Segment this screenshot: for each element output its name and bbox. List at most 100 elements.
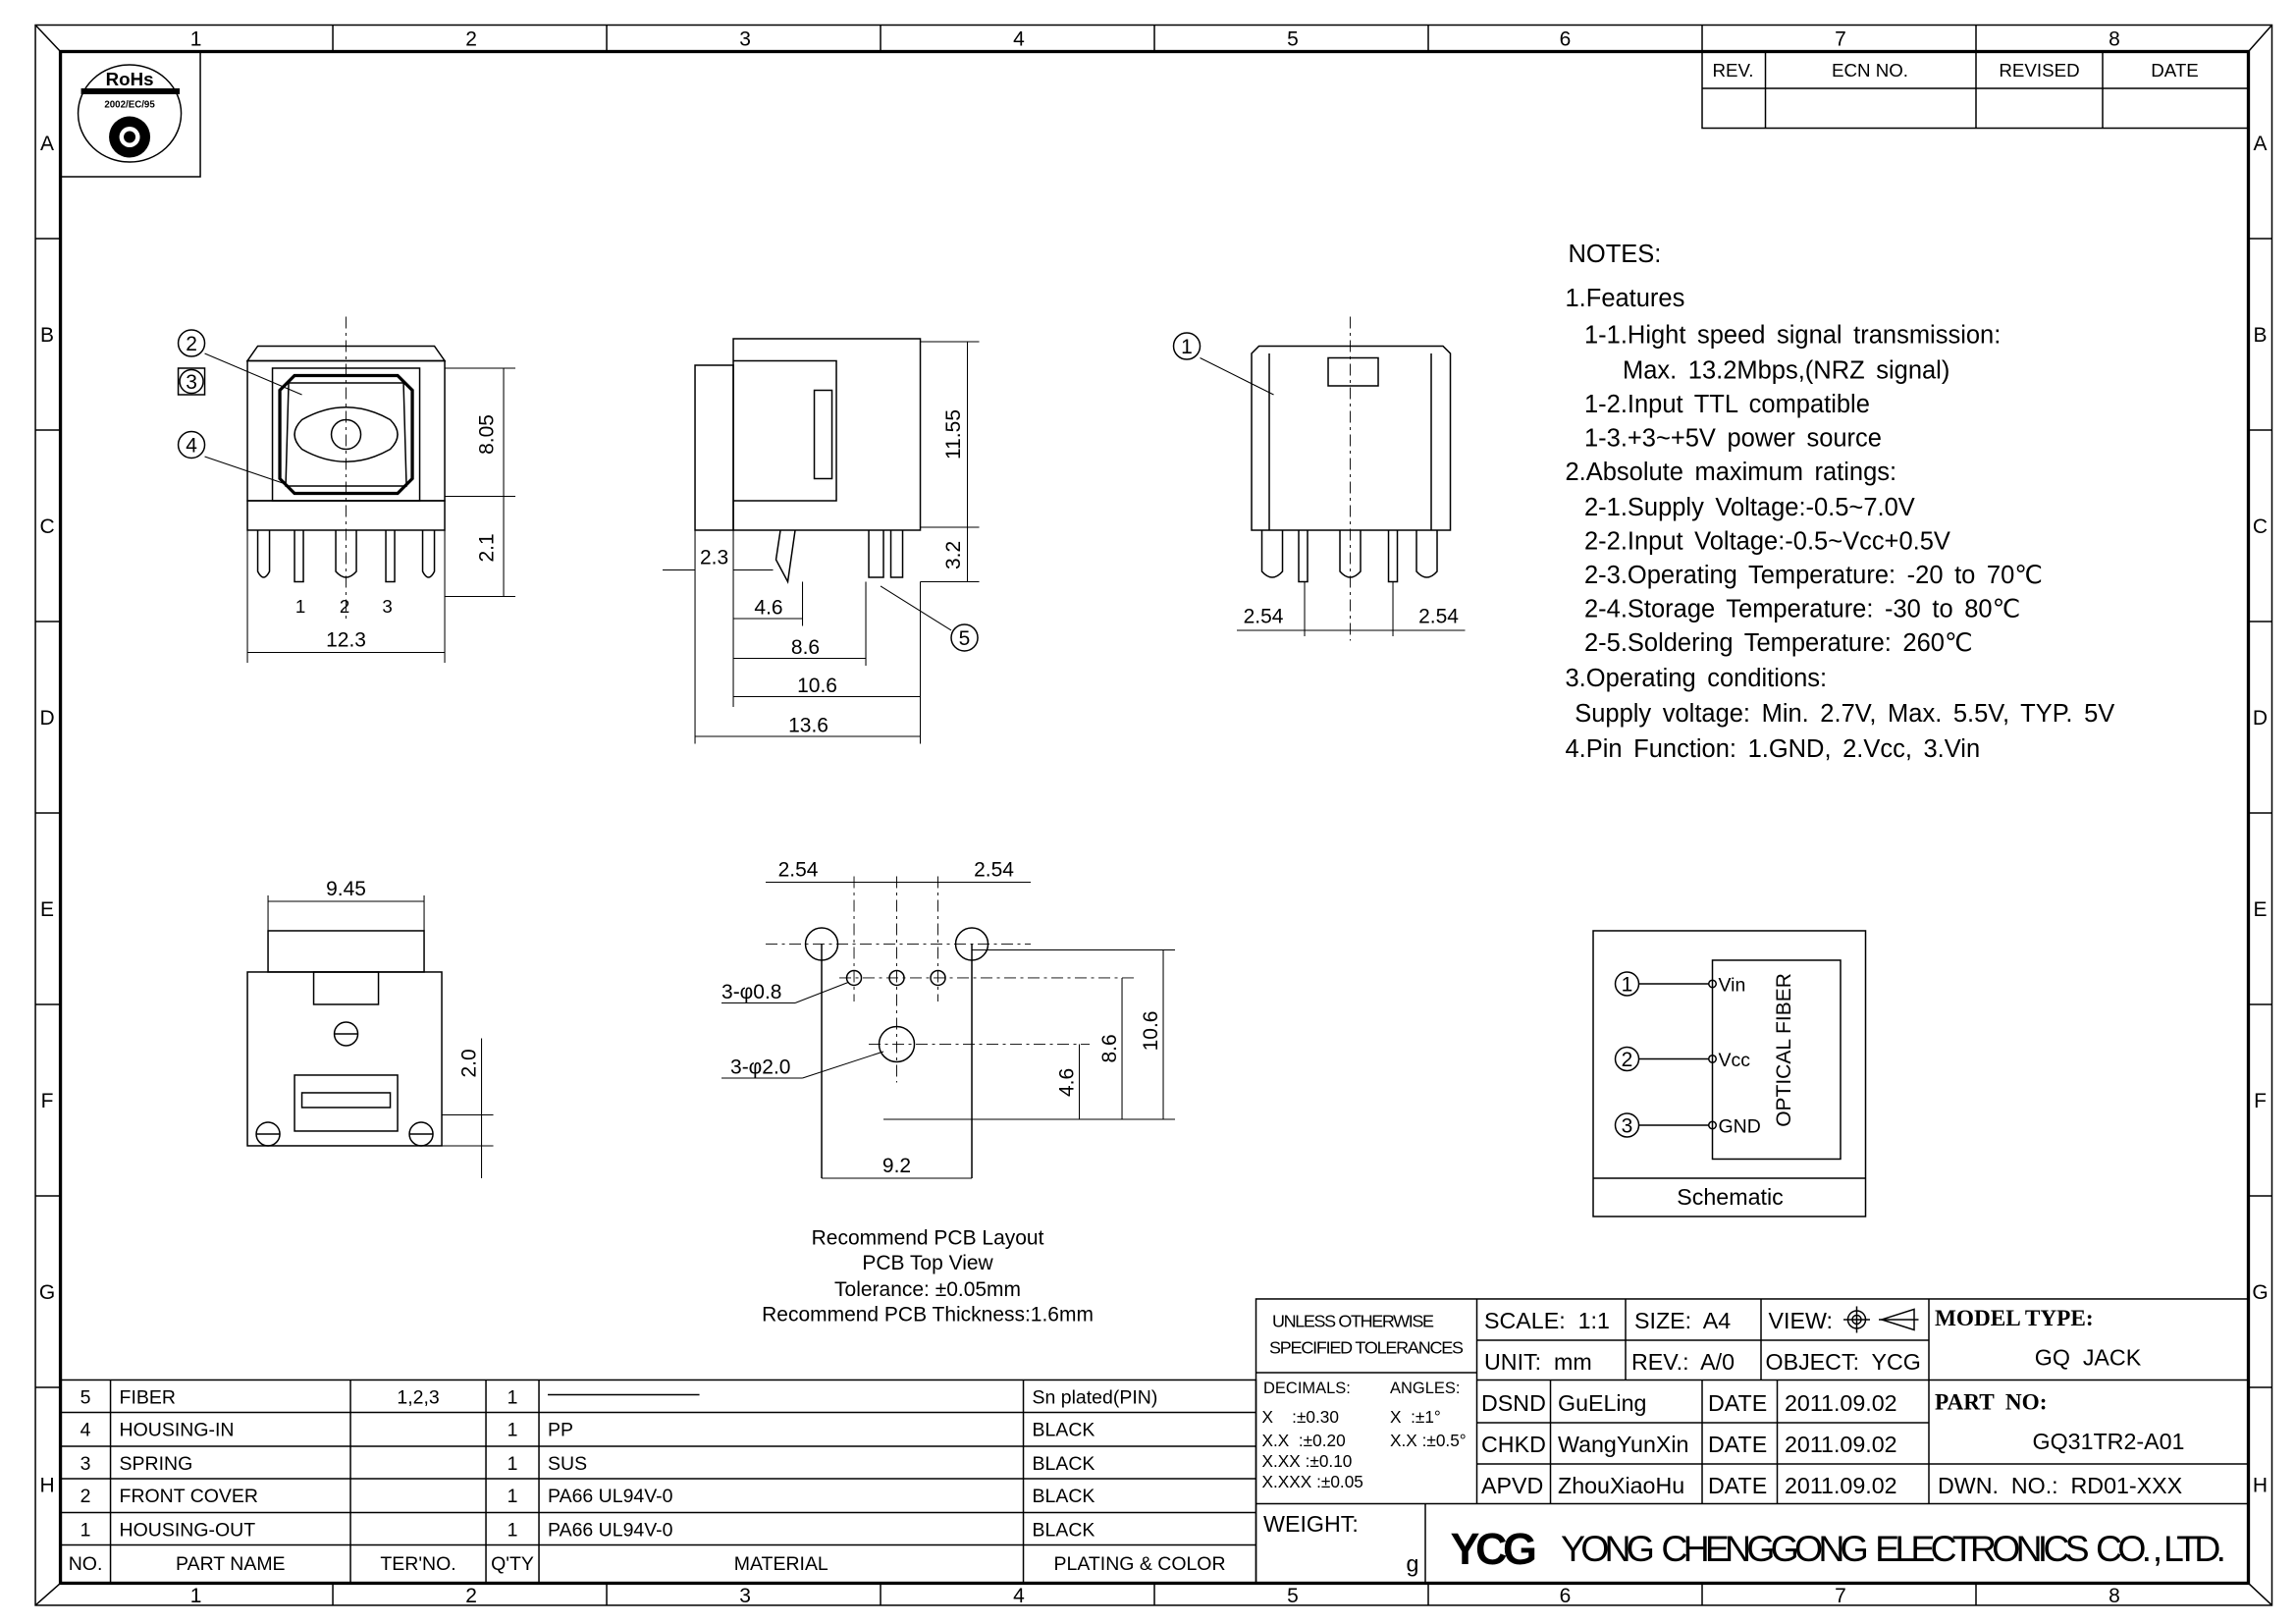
approval-date-label: DATE [1708,1432,1767,1457]
dim-10-6: 10.6 [797,675,837,697]
note-line: 2-1.Supply Voltage:-0.5~7.0V [1584,494,1915,521]
rohs-directive: 2002/EC/95 [104,99,155,110]
tolerance-title-1: UNLESS OTHERWISE [1272,1311,1434,1330]
note-line: 1.Features [1566,285,1685,312]
bom-cell: 1,2,3 [397,1386,439,1408]
note-line: 3.Operating conditions: [1566,665,1828,692]
bom-header: NO. [69,1553,103,1575]
bom-cell: BLACK [1033,1419,1095,1440]
notes-title: NOTES: [1569,241,1662,268]
dim-right: 2.54 [1418,605,1459,627]
row-label-right: B [2253,324,2267,347]
notes: NOTES: 1.Features 1-1.Hight speed signal … [1566,241,2115,763]
angle-tol-1: X :±1° [1390,1407,1441,1427]
decimal-tol-4: X.XXX :±0.05 [1262,1472,1363,1491]
pin-terminal [1708,1120,1718,1130]
pin-label-1: 1 [295,596,305,617]
column-label-bottom: 7 [1835,1585,1846,1607]
company-logo: YCG [1451,1524,1535,1574]
rohs-logo: RoHs 2002/EC/95 [59,50,201,178]
bom-cell: 3 [80,1453,91,1475]
bom-cell: HOUSING-IN [120,1419,235,1440]
bom-cell: 2 [80,1486,91,1507]
balloon-4: 4 [186,434,197,457]
decimal-tol-2: X.X :±0.20 [1262,1431,1346,1450]
row-label-right: G [2252,1281,2268,1304]
tolerance-title-2: SPECIFIED TOLERANCES [1269,1337,1464,1357]
date-header: DATE [2151,60,2199,81]
dim-height: 2.0 [458,1049,481,1077]
column-label-top: 3 [739,27,751,50]
dim-height: 8.05 [476,414,499,455]
rev-header: REV. [1712,60,1753,81]
column-label-top: 4 [1013,27,1025,50]
column-label-top: 6 [1560,27,1572,50]
weight-unit: g [1407,1550,1419,1576]
dim-height: 11.55 [942,409,965,460]
pcb-caption-3: Tolerance: ±0.05mm [834,1278,1021,1301]
approval-date: 2011.09.02 [1785,1432,1897,1457]
bom-cell: 4 [80,1419,91,1440]
row-label-right: E [2253,898,2267,921]
note-line: Supply voltage: Min. 2.7V, Max. 5.5V, TY… [1575,700,2114,728]
row-label-left: B [40,324,54,347]
note-line: 2.Absolute maximum ratings: [1566,459,1897,486]
rohs-title: RoHs [106,69,154,89]
balloon-2: 2 [186,333,197,355]
pin-terminal [1708,1054,1718,1063]
dim-pitch-left: 2.54 [778,858,819,881]
rev: REV.: A/0 [1631,1349,1735,1375]
bom-cell: BLACK [1033,1486,1095,1507]
approval-date: 2011.09.02 [1785,1473,1897,1498]
bom-cell: PP [548,1419,573,1440]
title-block: UNLESS OTHERWISE SPECIFIED TOLERANCES DE… [1255,1298,2250,1585]
column-label-top: 7 [1835,27,1846,50]
balloon-1: 1 [1181,336,1193,358]
pcb-caption-1: Recommend PCB Layout [812,1226,1044,1249]
decimals-label: DECIMALS: [1263,1380,1351,1397]
dim-pitch-right: 2.54 [974,858,1014,881]
bom-header: PLATING & COLOR [1054,1553,1226,1575]
note-line: 1-1.Hight speed signal transmission: [1584,321,2001,349]
row-label-left: D [39,707,54,730]
bom-cell: BLACK [1033,1519,1095,1541]
pcb-caption-4: Recommend PCB Thickness:1.6mm [762,1303,1094,1326]
dim-width: 9.45 [326,878,366,900]
bom-header: PART NAME [176,1553,286,1575]
dim-width: 12.3 [326,628,366,651]
note-line: 2-5.Soldering Temperature: 260℃ [1584,629,1973,657]
approval-role: DSND [1481,1390,1546,1416]
revised-header: REVISED [1999,60,2079,81]
approval-date-label: DATE [1708,1390,1767,1416]
pin-label-2: 2 [340,596,349,617]
weight-label: WEIGHT: [1263,1511,1359,1537]
bom-cell: SPRING [120,1453,193,1475]
row-label-left: F [41,1090,54,1112]
size: SIZE: A4 [1634,1308,1731,1333]
pin-terminal [1708,979,1718,989]
column-label-bottom: 2 [465,1585,477,1607]
row-label-right: A [2253,133,2267,155]
bom-cell: FRONT COVER [120,1486,258,1507]
pin-number: 3 [1622,1114,1633,1137]
dwn-no: DWN. NO.: RD01-XXX [1938,1473,2183,1498]
bom-cell: PA66 UL94V-0 [548,1519,673,1541]
company-name: YONG CHENGGONG ELECTRONICS CO. , LTD. [1561,1528,2226,1569]
pin-number: 1 [1622,973,1633,996]
column-label-top: 2 [465,27,477,50]
optical-fiber-label: OPTICAL FIBER [1773,973,1795,1127]
note-line: 2-3.Operating Temperature: -20 to 70℃ [1584,562,2043,589]
row-label-left: G [39,1281,55,1304]
bom-cell: SUS [548,1453,587,1475]
dim-offset: 2.3 [700,546,728,568]
bottom-view: 9.45 2.0 [246,878,494,1178]
pin-signal-label: Vcc [1719,1050,1751,1071]
column-label-bottom: 4 [1013,1585,1025,1607]
front-view: 8.05 2.1 12.3 1 2 3 2 3 4 [177,316,516,663]
scale: SCALE: 1:1 [1484,1308,1610,1333]
approval-role: CHKD [1481,1432,1546,1457]
row-label-left: A [40,133,54,155]
view-label: VIEW: [1769,1308,1833,1333]
